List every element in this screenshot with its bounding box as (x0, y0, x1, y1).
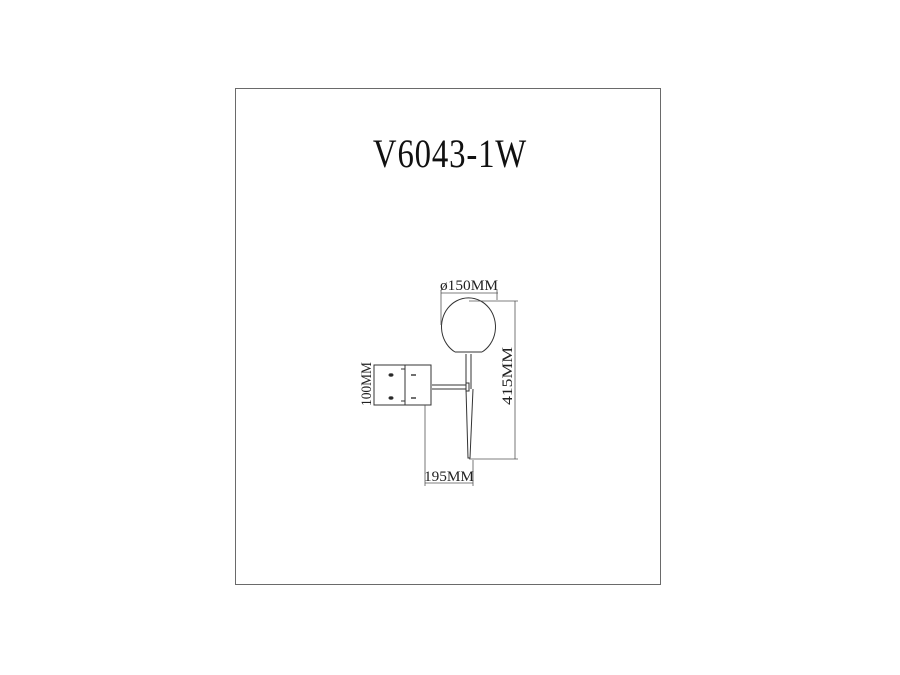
dimension-globe-diameter (440, 290, 498, 325)
dimension-height (469, 300, 518, 460)
projection-label: 195MM (424, 469, 474, 485)
model-title: V6043-1W (372, 131, 528, 176)
lamp-arm (432, 382, 470, 392)
wall-plate (373, 364, 432, 406)
dimension-projection (424, 405, 474, 486)
globe-diameter-label: ø150MM (440, 278, 498, 294)
wall-plate-height-label: 100MM (359, 362, 375, 406)
globe-shade (441, 297, 496, 353)
lamp-stem (465, 354, 474, 459)
height-label: 415MM (500, 347, 516, 405)
drawing-frame (235, 88, 661, 585)
